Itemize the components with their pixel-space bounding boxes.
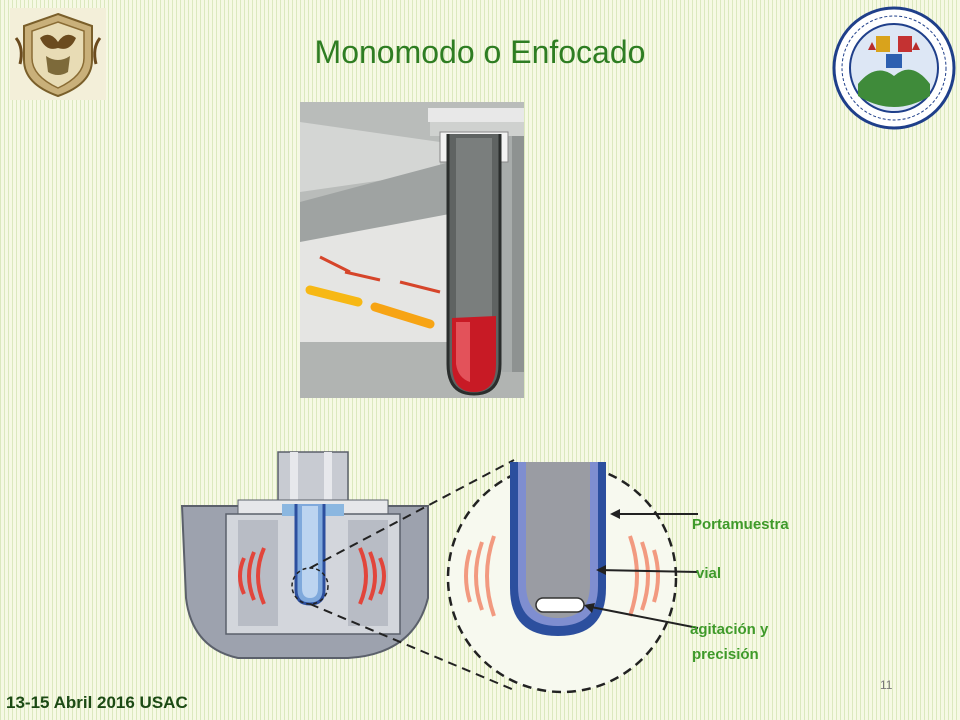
vial bbox=[526, 462, 590, 618]
stir-bar-icon bbox=[535, 597, 585, 613]
arrow-vial-icon bbox=[597, 569, 699, 573]
page-number: 11 bbox=[880, 678, 893, 692]
microwave-wave-icon bbox=[628, 535, 639, 617]
reactor-photo bbox=[300, 102, 524, 398]
microwave-arrow-icon bbox=[305, 285, 363, 307]
microwave-wave-icon bbox=[464, 549, 472, 603]
heat-arrow-icon bbox=[319, 255, 381, 282]
cavity-schematic: Portamuestra vial agitación y precisión bbox=[180, 451, 789, 694]
microwave-arrow-icon bbox=[370, 302, 435, 329]
arrow-stirbar-icon bbox=[585, 605, 699, 629]
label-agitacion: agitación y bbox=[690, 621, 769, 638]
heat-arrow-icon bbox=[399, 280, 441, 294]
label-precision: precisión bbox=[692, 646, 759, 663]
slide-footer: 13-15 Abril 2016 USAC bbox=[6, 693, 188, 712]
microwave-wave-icon bbox=[238, 557, 246, 595]
microwave-wave-icon bbox=[358, 547, 368, 605]
label-portamuestra: Portamuestra bbox=[692, 516, 789, 533]
slide-title: Monomodo o Enfocado bbox=[314, 34, 646, 70]
usac-seal-icon bbox=[832, 6, 956, 130]
unam-crest-icon bbox=[10, 8, 106, 100]
label-vial: vial bbox=[696, 565, 721, 582]
